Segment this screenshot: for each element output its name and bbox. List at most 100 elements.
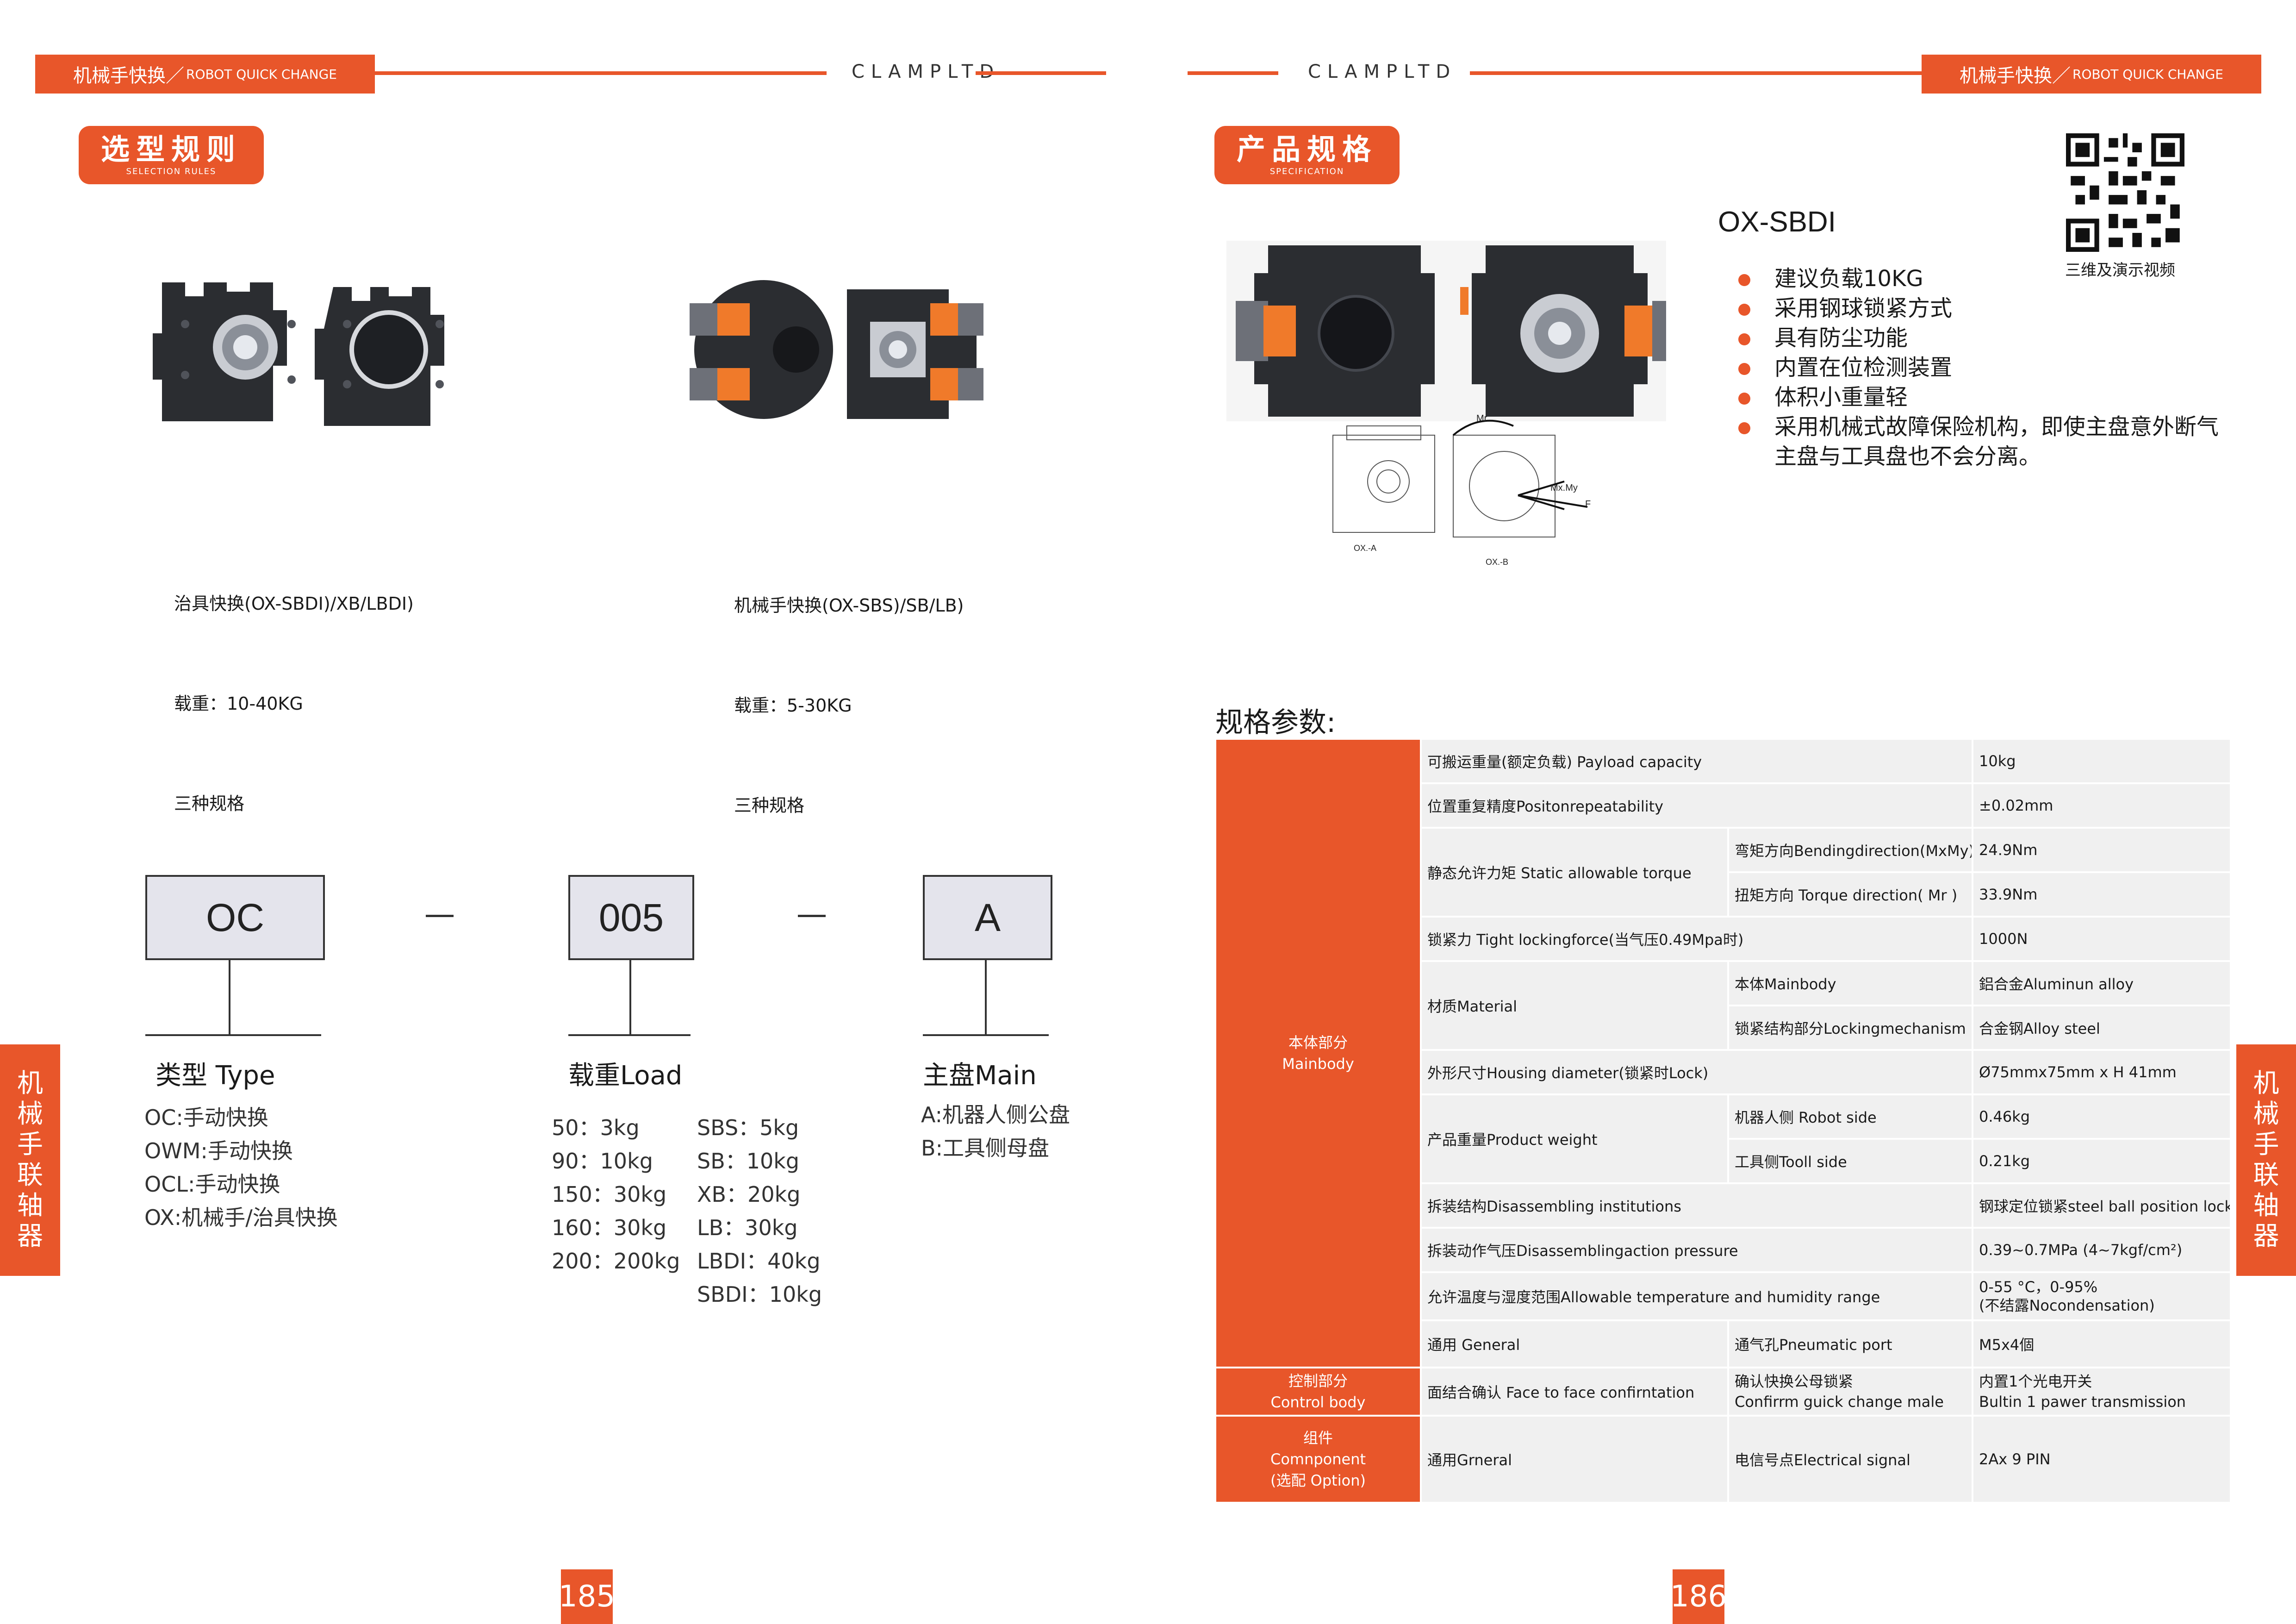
right-section-tab: 机械手快换 ／ ROBOT QUICK CHANGE: [1922, 55, 2261, 94]
spec-sub: 弯矩方向Bendingdirection(MxMy): [1729, 829, 1972, 871]
left-section-tab: 机械手快换 ／ ROBOT QUICK CHANGE: [35, 55, 375, 94]
feature-bullet: [1738, 363, 1750, 375]
feature-list: 建议负载10KG 采用钢球锁紧方式 具有防尘功能 内置在位检测装置 体积小重量轻…: [1774, 264, 2219, 471]
diagram-label-a: OX.-A: [1354, 543, 1376, 553]
feature-item: 建议负载10KG: [1774, 266, 1923, 292]
header-rule: [1470, 71, 1922, 75]
code-main-box: A: [923, 875, 1052, 960]
product1-name: 治具快换(OX-SBDI)/XB/LBDI): [174, 593, 414, 614]
category-mainbody-en: Mainbody: [1282, 1055, 1354, 1073]
category-control-cn: 控制部分: [1288, 1372, 1348, 1390]
load-group-list-left: 50：3kg 90：10kg 150：30kg 160：30kg 200：200…: [552, 1115, 680, 1274]
spec-sub: 确认快换公母锁紧: [1735, 1373, 1854, 1390]
right-side-tab-label: 机械手联轴器: [2253, 1068, 2279, 1251]
product1-specs: 三种规格: [174, 793, 245, 814]
type-group-list: OC:手动快换 OWM:手动快换 OCL:手动快换 OX:机械手/治具快换: [144, 1105, 338, 1230]
category-mainbody-cn: 本体部分: [1288, 1034, 1348, 1051]
spec-sub-multiline: 确认快换公母锁紧 Confirrm guick change male: [1729, 1368, 1972, 1415]
ox-sbdi-technical-drawing: Mr Mx.My F OX.-A OX.-B: [1332, 413, 1591, 567]
category-control-en: Control body: [1270, 1393, 1366, 1411]
spec-sub: Confirrm guick change male: [1735, 1393, 1944, 1411]
left-section-sep: ／: [166, 65, 185, 87]
spec-value: 24.9Nm: [1973, 829, 2230, 871]
specification-badge: 产品规格 SPECIFICATION: [1214, 126, 1400, 184]
main-group-list: A:机器人侧公盘 B:工具侧母盘: [921, 1102, 1070, 1161]
model-name: OX-SBDI: [1718, 206, 1836, 238]
spec-value: 2Ax 9 PIN: [1973, 1417, 2230, 1502]
spec-value: 33.9Nm: [1973, 873, 2230, 916]
right-section-cn: 机械手快换: [1960, 65, 2053, 87]
spec-value: 内置1个光电开关: [1979, 1373, 2092, 1390]
spec-sub: 扭矩方向 Torque direction( Mr ): [1729, 873, 1972, 916]
connector-line: [145, 1034, 321, 1036]
diagram-label-mr: Mr: [1476, 413, 1487, 424]
spec-sub: 工具侧Tooll side: [1729, 1140, 1972, 1182]
spec-sub: 电信号点Electrical signal: [1729, 1417, 1972, 1502]
ox-sbdi-product-image: [1226, 241, 1666, 421]
category-component-note: (选配 Option): [1270, 1472, 1366, 1489]
spec-label: 材质Material: [1422, 962, 1727, 1049]
load-group-title: 载重Load: [568, 1061, 683, 1091]
spec-label: 通用 General: [1422, 1321, 1727, 1367]
type-group-title: 类型 Type: [156, 1061, 275, 1091]
header-rule: [1188, 71, 1278, 75]
spec-value: 钢球定位锁紧steel ball position lock: [1973, 1184, 2230, 1227]
header-rule: [976, 71, 1106, 75]
left-side-tab-label: 机械手联轴器: [17, 1068, 43, 1251]
spec-value: 10kg: [1973, 740, 2230, 782]
product2-specs: 三种规格: [734, 795, 805, 816]
selection-rules-title: 选型规则: [100, 132, 242, 166]
robot-quick-change-image: [690, 280, 983, 419]
spec-label: 产品重量Product weight: [1422, 1095, 1727, 1182]
diagram-label-mxmy: Mx.My: [1550, 483, 1578, 493]
selection-rules-badge: 选型规则 SELECTION RULES: [79, 126, 264, 184]
code-load-box: 005: [568, 875, 694, 960]
spec-label: 拆装结构Disassembling institutions: [1422, 1184, 1972, 1227]
spec-sub: 本体Mainbody: [1729, 962, 1972, 1005]
spec-label: 拆装动作气压Disassemblingaction pressure: [1422, 1229, 1972, 1271]
spec-label: 外形尺寸Housing diameter(锁紧时Lock): [1422, 1051, 1972, 1093]
spec-label: 锁紧力 Tight lockingforce(当气压0.49Mpa时): [1422, 918, 1972, 960]
left-section-cn: 机械手快换: [73, 65, 166, 87]
spec-label: 位置重复精度Positonrepeatability: [1422, 784, 1972, 827]
spec-value: 0.39~0.7MPa (4~7kgf/cm²): [1973, 1229, 2230, 1271]
connector-line: [568, 1034, 691, 1036]
feature-bullet: [1738, 422, 1750, 434]
code-type-box: OC: [145, 875, 325, 960]
load-group-list-right: SBS：5kg SB：10kg XB：20kg LB：30kg LBDI：40k…: [697, 1115, 822, 1307]
spec-value: 鋁合金Aluminun alloy: [1973, 962, 2230, 1005]
fixture-quick-change-image: [153, 282, 444, 426]
spec-label: 静态允许力矩 Static allowable torque: [1422, 829, 1727, 916]
left-side-tab: 机械手联轴器: [0, 1044, 60, 1276]
product1-info: 治具快换(OX-SBDI)/XB/LBDI) 载重：10-40KG 三种规格: [174, 520, 414, 854]
specification-subtitle: SPECIFICATION: [1269, 167, 1344, 176]
feature-item: 采用钢球锁紧方式: [1774, 295, 1953, 321]
feature-item: 主盘与工具盘也不会分离。: [1774, 443, 2041, 469]
diagram-label-b: OX.-B: [1486, 557, 1508, 567]
selection-rules-subtitle: SELECTION RULES: [126, 167, 217, 176]
spec-value: 0-55 °C，0-95%: [1979, 1278, 2098, 1296]
category-component: 组件 Comnponent (选配 Option): [1216, 1417, 1420, 1502]
product2-load: 载重：5-30KG: [734, 695, 852, 716]
brand-left: CLAMPLTD: [852, 61, 1001, 82]
page-number-left: 185: [559, 1569, 615, 1624]
feature-item: 体积小重量轻: [1774, 384, 1908, 410]
spec-value-multiline: 内置1个光电开关 Bultin 1 pawer transmission: [1973, 1368, 2230, 1415]
category-control: 控制部分 Control body: [1216, 1368, 1420, 1415]
brand-right: CLAMPLTD: [1308, 61, 1457, 82]
code-separator: [426, 915, 454, 917]
feature-item: 采用机械式故障保险机构，即使主盘意外断气: [1774, 414, 2219, 440]
qr-code-icon: [2066, 133, 2184, 252]
diagram-label-f: F: [1585, 499, 1591, 509]
spec-value: Bultin 1 pawer transmission: [1979, 1393, 2186, 1411]
product1-load: 载重：10-40KG: [174, 693, 303, 714]
feature-bullet: [1738, 333, 1750, 345]
category-component-cn: 组件: [1303, 1429, 1333, 1447]
main-group-title: 主盘Main: [923, 1061, 1037, 1091]
product2-name: 机械手快换(OX-SBS)/SB/LB): [734, 595, 964, 616]
spec-sub: 通气孔Pneumatic port: [1729, 1321, 1972, 1367]
header-rule: [375, 71, 827, 75]
category-mainbody: 本体部分 Mainbody: [1216, 740, 1420, 1367]
connector-line: [985, 958, 987, 1036]
specification-title: 产品规格: [1236, 132, 1377, 166]
